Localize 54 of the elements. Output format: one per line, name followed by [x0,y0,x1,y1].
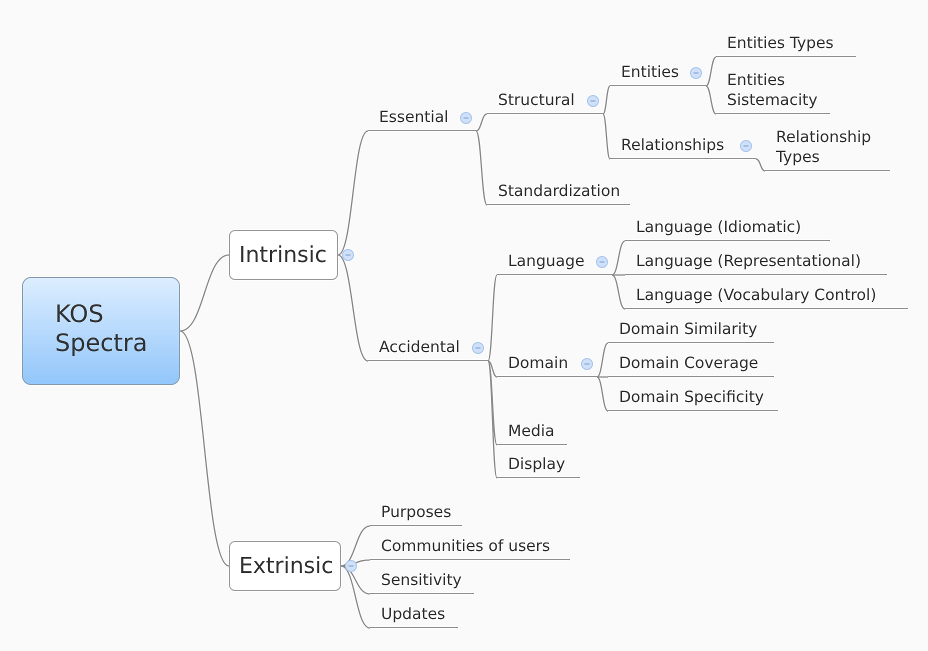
central-topic-box [22,277,180,385]
topic-box [229,541,341,591]
branch-line [180,330,230,566]
topic-label: Entities Types [727,33,834,53]
branch-line [340,525,370,567]
branch-line [602,86,610,114]
branch-line [612,274,626,310]
branch-line [612,274,625,276]
topic-label: Domain Specificity [619,387,764,407]
topic-label: Extrinsic [239,554,334,578]
topic-label: Domain Similarity [619,319,758,339]
branch-line [340,565,370,595]
topic-label: Relationship Types [776,127,872,167]
topic-label: Language (Idiomatic) [636,217,802,237]
branch-line [602,114,611,160]
topic-label: Communities of users [381,536,550,556]
branch-line [596,376,608,412]
branch-line [338,254,368,362]
branch-line [488,360,498,378]
topic-label: Media [508,421,555,441]
topic-label: Intrinsic [239,242,327,268]
topic-label: Domain [508,353,568,373]
topic-label: Language (Vocabulary Control) [636,285,876,305]
branch-line [487,360,498,446]
branch-line [180,254,230,332]
topic-label: Sensitivity [381,570,462,590]
topic-label: Updates [381,604,446,624]
branch-line [596,342,608,378]
topic-label: Accidental [379,337,460,357]
branch-line [476,130,488,206]
topic-label: Structural [498,90,575,110]
branch-line [340,559,370,567]
topic-label: Standardization [498,181,620,201]
topic-label: Language [508,251,584,271]
topic-label: Entities [621,62,679,82]
topic-label: Purposes [381,502,452,522]
branch-line [338,130,368,256]
topic-label: Entities Sistemacity [727,70,819,110]
branch-line [756,158,766,172]
branch-line [340,565,370,629]
topic-label: Language (Representational) [636,251,862,271]
branch-line [487,360,498,478]
topic-box [229,230,338,280]
branch-line [706,85,716,115]
topic-label: Domain Coverage [619,353,758,373]
branch-line [706,56,716,87]
topic-label: Essential [379,107,448,127]
branch-line [487,274,498,362]
branch-line [612,240,626,276]
topic-label: Display [508,454,566,474]
topic-label: KOS Spectra [55,300,148,357]
branch-line [476,113,488,132]
branch-line [597,376,608,378]
topic-label: Relationships [621,135,724,155]
